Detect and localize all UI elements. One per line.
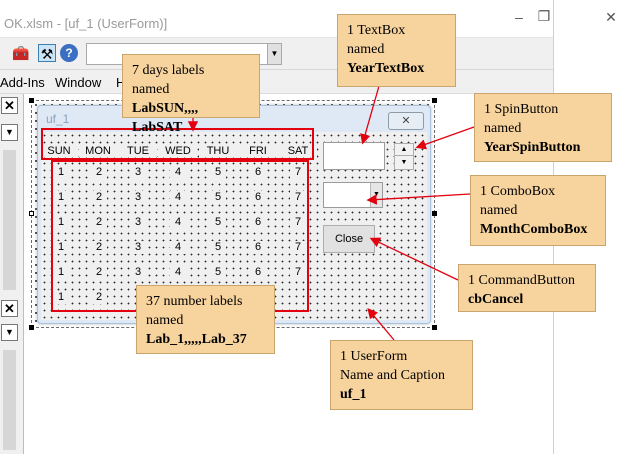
resize-handle[interactable] — [432, 98, 437, 103]
label-sun[interactable]: SUN — [40, 145, 78, 157]
close-window-button[interactable]: ✕ — [605, 9, 617, 25]
arrow-to-spin — [415, 126, 475, 150]
resize-handle[interactable] — [29, 211, 34, 216]
resize-handle[interactable] — [29, 98, 34, 103]
number-label[interactable]: 1 — [53, 216, 69, 229]
number-label[interactable]: 2 — [91, 191, 107, 204]
number-label[interactable]: 1 — [53, 241, 69, 254]
callout-number-labels: 37 number labels named Lab_1,,,,,Lab_37 — [136, 285, 275, 354]
callout-combobox: 1 ComboBox named MonthComboBox — [470, 175, 606, 246]
number-label[interactable]: 6 — [250, 166, 266, 179]
callout-textbox: 1 TextBox named YearTextBox — [337, 14, 456, 87]
label-tue[interactable]: TUE — [119, 145, 157, 157]
number-label[interactable]: 2 — [91, 266, 107, 279]
number-label[interactable]: 5 — [210, 166, 226, 179]
number-label[interactable]: 7 — [290, 241, 306, 254]
callout-commandbutton: 1 CommandButton cbCancel — [458, 264, 596, 312]
menu-help[interactable]: H — [116, 75, 126, 90]
number-label[interactable]: 4 — [170, 216, 186, 229]
toolbox-icon[interactable]: ⚒ — [38, 44, 56, 62]
window-title: OK.xlsm - [uf_1 (UserForm)] — [4, 16, 168, 31]
restore-button[interactable]: ❐ — [537, 8, 551, 24]
days-highlight-box — [41, 128, 314, 160]
number-label[interactable]: 5 — [210, 216, 226, 229]
number-label[interactable]: 6 — [250, 191, 266, 204]
menu-bar — [0, 70, 553, 94]
userform-caption: uf_1 — [46, 112, 70, 126]
minimize-button[interactable]: – — [515, 9, 523, 25]
number-label[interactable]: 6 — [250, 216, 266, 229]
menu-add-ins[interactable]: Add-Ins — [0, 75, 45, 90]
panel-scrollbar[interactable] — [3, 150, 16, 290]
panel-close-icon[interactable]: ✕ — [1, 97, 18, 114]
resize-handle[interactable] — [432, 325, 437, 330]
number-label[interactable]: 2 — [91, 216, 107, 229]
number-label[interactable]: 4 — [170, 166, 186, 179]
resize-handle[interactable] — [432, 211, 437, 216]
design-mode-icon[interactable]: 🧰 — [12, 45, 30, 61]
resize-handle[interactable] — [29, 325, 34, 330]
number-label[interactable]: 5 — [210, 266, 226, 279]
number-label[interactable]: 5 — [210, 191, 226, 204]
arrow-to-button — [369, 237, 459, 281]
properties-dropdown-icon[interactable]: ▼ — [1, 324, 18, 341]
number-label[interactable]: 4 — [170, 266, 186, 279]
arrow-to-userform — [367, 308, 395, 341]
number-label[interactable]: 2 — [91, 291, 107, 304]
chevron-down-icon[interactable]: ▼ — [267, 44, 281, 64]
number-label[interactable]: 1 — [53, 191, 69, 204]
userform-close-icon[interactable]: ✕ — [388, 112, 424, 130]
number-label[interactable]: 7 — [290, 216, 306, 229]
number-label[interactable]: 2 — [91, 166, 107, 179]
callout-userform: 1 UserForm Name and Caption uf_1 — [330, 340, 473, 410]
number-label[interactable]: 1 — [53, 166, 69, 179]
spin-down-icon[interactable]: ▼ — [400, 159, 408, 166]
number-label[interactable]: 6 — [250, 266, 266, 279]
number-label[interactable]: 3 — [130, 216, 146, 229]
spin-up-icon[interactable]: ▲ — [395, 144, 413, 156]
properties-close-icon[interactable]: ✕ — [1, 300, 18, 317]
number-label[interactable]: 7 — [290, 166, 306, 179]
label-sat[interactable]: SAT — [279, 145, 317, 157]
label-fri[interactable]: FRI — [239, 145, 277, 157]
close-button[interactable]: Close — [323, 225, 375, 253]
window-title-bar — [0, 0, 625, 38]
number-label[interactable]: 4 — [170, 241, 186, 254]
properties-scrollbar[interactable] — [3, 350, 16, 450]
number-label[interactable]: 6 — [250, 241, 266, 254]
year-textbox[interactable] — [323, 142, 385, 170]
panel-dropdown-icon[interactable]: ▼ — [1, 124, 18, 141]
number-label[interactable]: 3 — [130, 191, 146, 204]
number-label[interactable]: 5 — [210, 241, 226, 254]
label-thu[interactable]: THU — [199, 145, 237, 157]
help-icon[interactable]: ? — [60, 44, 78, 62]
label-wed[interactable]: WED — [159, 145, 197, 157]
menu-window[interactable]: Window — [55, 75, 102, 90]
arrow-to-textbox — [360, 78, 382, 145]
number-label[interactable]: 4 — [170, 191, 186, 204]
number-label[interactable]: 7 — [290, 266, 306, 279]
number-label[interactable]: 2 — [91, 241, 107, 254]
arrow-to-combo — [366, 193, 471, 205]
label-mon[interactable]: MON — [79, 145, 117, 157]
number-label[interactable]: 1 — [53, 291, 69, 304]
callout-days: 7 days labels named LabSUN,,,, LabSAT — [122, 54, 260, 135]
number-label[interactable]: 3 — [130, 241, 146, 254]
year-spinbutton[interactable]: ▲ ▼ — [394, 143, 414, 170]
number-label[interactable]: 3 — [130, 266, 146, 279]
number-label[interactable]: 7 — [290, 191, 306, 204]
number-label[interactable]: 1 — [53, 266, 69, 279]
number-label[interactable]: 3 — [130, 166, 146, 179]
callout-spinbutton: 1 SpinButton named YearSpinButton — [474, 93, 612, 162]
